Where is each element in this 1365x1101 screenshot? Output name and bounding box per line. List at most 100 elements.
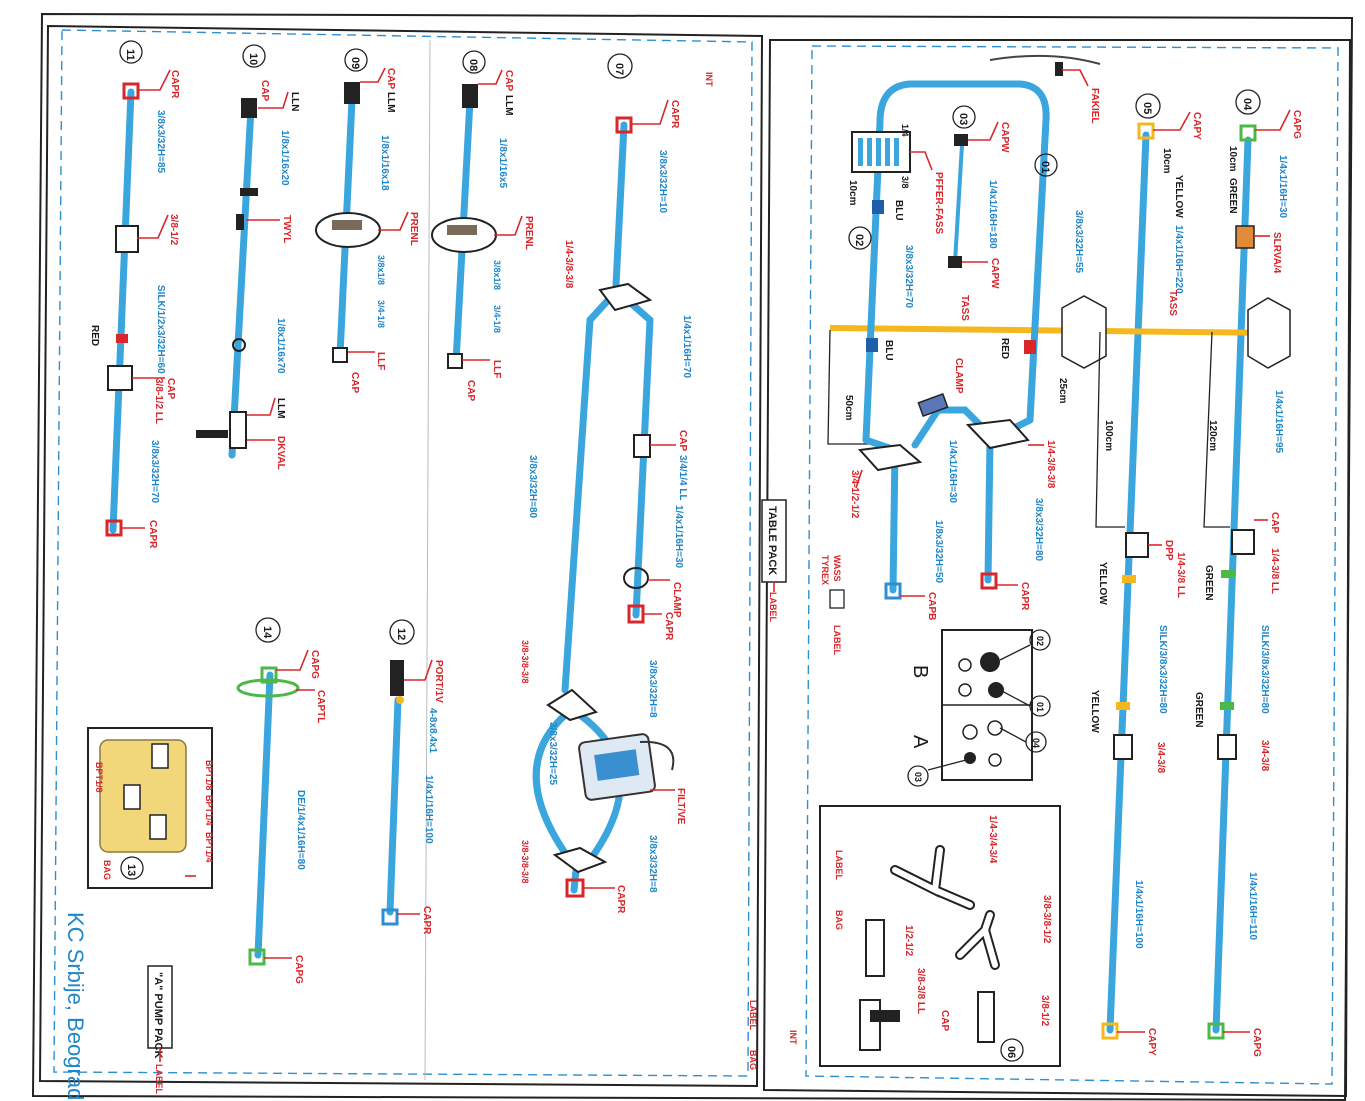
line-09-size-b: 3/4-1/8 (376, 300, 386, 328)
line-13-port-c: BPT1/4 (204, 832, 214, 863)
line-13-port-a: BPT1/8 (204, 760, 214, 791)
line-04-green-c: GREEN (1193, 692, 1204, 728)
line-10-id: 10 (247, 53, 259, 65)
line-04-tube-c: 1/4x1/16H=110 (1247, 872, 1258, 941)
line-13-id: 13 (125, 864, 137, 876)
fold-line (424, 39, 431, 1081)
line-01-id: 01 (1039, 161, 1051, 173)
line-07-tube-g: 3/8x3/32H=8 (647, 835, 658, 893)
line-04-reducer: 3/4-3/8 (1259, 740, 1270, 772)
legend-bag-bottom: BAG (748, 1050, 758, 1070)
line-12-id: 12 (395, 628, 407, 640)
line-02-filter: PFFER-FASS (933, 172, 944, 235)
line-03: 03 CAPW 1/4x1/16H=180 CAPW TASS (948, 105, 1010, 321)
line-04-valve: SLRVA/4 (1271, 232, 1282, 274)
line-04-cap-bottom: CAPG (1251, 1028, 1262, 1057)
line-09-cap-top: CAP (385, 68, 396, 89)
line-04-cap-top: CAPG (1291, 110, 1302, 139)
line-13-bag-label: BAG (102, 860, 112, 880)
line-12-port: PORT/1V (433, 660, 444, 703)
right-panel-frame (762, 39, 1352, 1098)
line-05-silk: SILK/3/8x3/32H=80 (1157, 625, 1168, 714)
line-11-connector: 3/8-1/2 LL (153, 378, 164, 424)
line-13-port-d: BPT1/8 (94, 762, 104, 793)
line-05-cap-bottom: CAPY (1146, 1028, 1157, 1056)
line-14: 14 CAPG CAPTL DE/1/4x1/16H=80 CAPG (236, 617, 326, 984)
line-06-cap: CAP (939, 1010, 950, 1031)
line-04: 04 CAPG 10cm GREEN 1/4x1/16H=30 SLRVA/4 … (1193, 89, 1302, 1057)
line-01-02-loop: 01 FAKIEL 3/8x3/32H=55 RED 25cm 1/4-3/8-… (843, 54, 1101, 620)
legend-wass: WASS (832, 555, 842, 582)
line-08-id: 08 (467, 59, 479, 71)
line-06-id: 06 (1005, 1046, 1017, 1058)
line-04-green-a: GREEN (1227, 178, 1238, 214)
line-01-red: RED (999, 338, 1010, 359)
table-pack-text: TABLE PACK (766, 506, 778, 575)
line-02-id: 02 (853, 234, 865, 246)
line-05-luer: 1/4-3/8 LL (1175, 552, 1186, 598)
table-pack-label: TABLE PACK LABEL (761, 499, 787, 622)
line-11-id: 11 (124, 49, 136, 61)
line-04-luer: 1/4-3/8 LL (1269, 548, 1280, 594)
line-06-connectors: 06 1/4-3/4-3/4 3/8-3/8-1/2 1/2-1/2 3/8-3… (819, 805, 1061, 1067)
left-panel-dashed-border (53, 29, 753, 1077)
line-08-tube: 1/8x1/16x5 (497, 138, 508, 188)
line-12-spec: 4-8x8.4x1 (427, 708, 438, 753)
line-02-blu-b: BLU (883, 340, 894, 361)
line-10-tube-b: 1/8x1/16x70 (275, 318, 286, 374)
line-11-cap-mid: CAP (165, 378, 176, 399)
line-05: 05 CAPY 10cm YELLOW 1/4x1/16H=220 TASS B… (1077, 93, 1202, 1056)
crossbar (827, 295, 1291, 528)
line-06-straight-b: 3/8-1/2 (1039, 995, 1050, 1027)
filter-bag-illustration (578, 733, 675, 801)
line-06-straight-a: 1/2-1/2 (903, 925, 914, 957)
line-08-size-b: 3/4-1/8 (492, 305, 502, 333)
line-07-tee: 1/4-3/8-3/8 (563, 240, 574, 289)
line-07-tube-a: 3/8x3/32H=10 (657, 150, 668, 214)
line-02-tube-b: 1/8x3/32H=50 (933, 520, 944, 584)
line-05-yellow-c: YELLOW (1089, 690, 1100, 733)
pump-pack-label: "A" PUMP PACK LABEL (147, 965, 173, 1094)
line-11-tube-b: 3/8x3/32H=70 (149, 440, 160, 504)
inset-id-02: 02 (1035, 636, 1045, 646)
line-07-cap-mid: CAP (677, 430, 688, 451)
line-02-cap: CAPB (926, 592, 937, 620)
line-01-25cm: 25cm (1057, 378, 1068, 404)
pump-pack-text: "A" PUMP PACK (152, 972, 164, 1058)
line-08-size-a: 3/8x1/8 (492, 260, 502, 290)
line-09-tube: 1/8x1/16x18 (379, 135, 390, 191)
line-09-size-a: 3/8x1/8 (376, 255, 386, 285)
line-08: 08 CAP LLM 1/8x1/16x5 PRENL 3/8x1/8 3/4-… (431, 50, 534, 401)
line-02-50cm: 50cm (843, 395, 854, 421)
line-07-tube-f: 3/8x3/32H=25 (547, 722, 558, 786)
line-10-lln: LLN (289, 92, 300, 111)
line-05-tube-b: 1/4x1/16H=100 (1133, 880, 1144, 949)
table-pack-label-tag: LABEL (768, 592, 778, 622)
line-10: 10 CAP LLN 1/8x1/16x20 TWYL 1/8x1/16x70 … (196, 44, 300, 470)
line-11-reducer: 3/8-1/2 (168, 214, 179, 246)
line-05-reducer: 3/4-3/8 (1155, 742, 1166, 774)
line-11-cap-bottom: CAPR (147, 520, 158, 549)
line-10-dkval: DKVAL (275, 436, 286, 470)
inset-id-01: 01 (1035, 702, 1045, 712)
right-panel-dashed-border (805, 45, 1339, 1085)
line-07-clamp: CLAMP (671, 582, 682, 618)
inset-id-03: 03 (913, 772, 923, 782)
line-04-id: 04 (1241, 98, 1253, 111)
line-02-blu-a: BLU (893, 200, 904, 221)
line-12-tube: 1/4x1/16H=100 (423, 775, 434, 844)
line-06-y-a: 1/4-3/4-3/4 (987, 815, 998, 864)
line-01-tee: 1/4-3/8-3/8 (1045, 440, 1056, 489)
legend-tyrex: TYREX (820, 555, 830, 585)
line-05-yellow-a: YELLOW (1173, 175, 1184, 218)
line-01-cap: CAPR (1019, 582, 1030, 611)
line-03-tass: TASS (959, 295, 970, 321)
sheet-border (31, 12, 1354, 1101)
line-09-llm: LLM (385, 92, 396, 113)
line-09-llf: LLF (375, 352, 386, 370)
line-07-y-b: 3/8-3/8-3/8 (520, 840, 530, 884)
line-05-yellow-b: YELLOW (1097, 562, 1108, 605)
line-08-cap-bottom: CAP (465, 380, 476, 401)
inset-id-04: 04 (1031, 738, 1041, 748)
